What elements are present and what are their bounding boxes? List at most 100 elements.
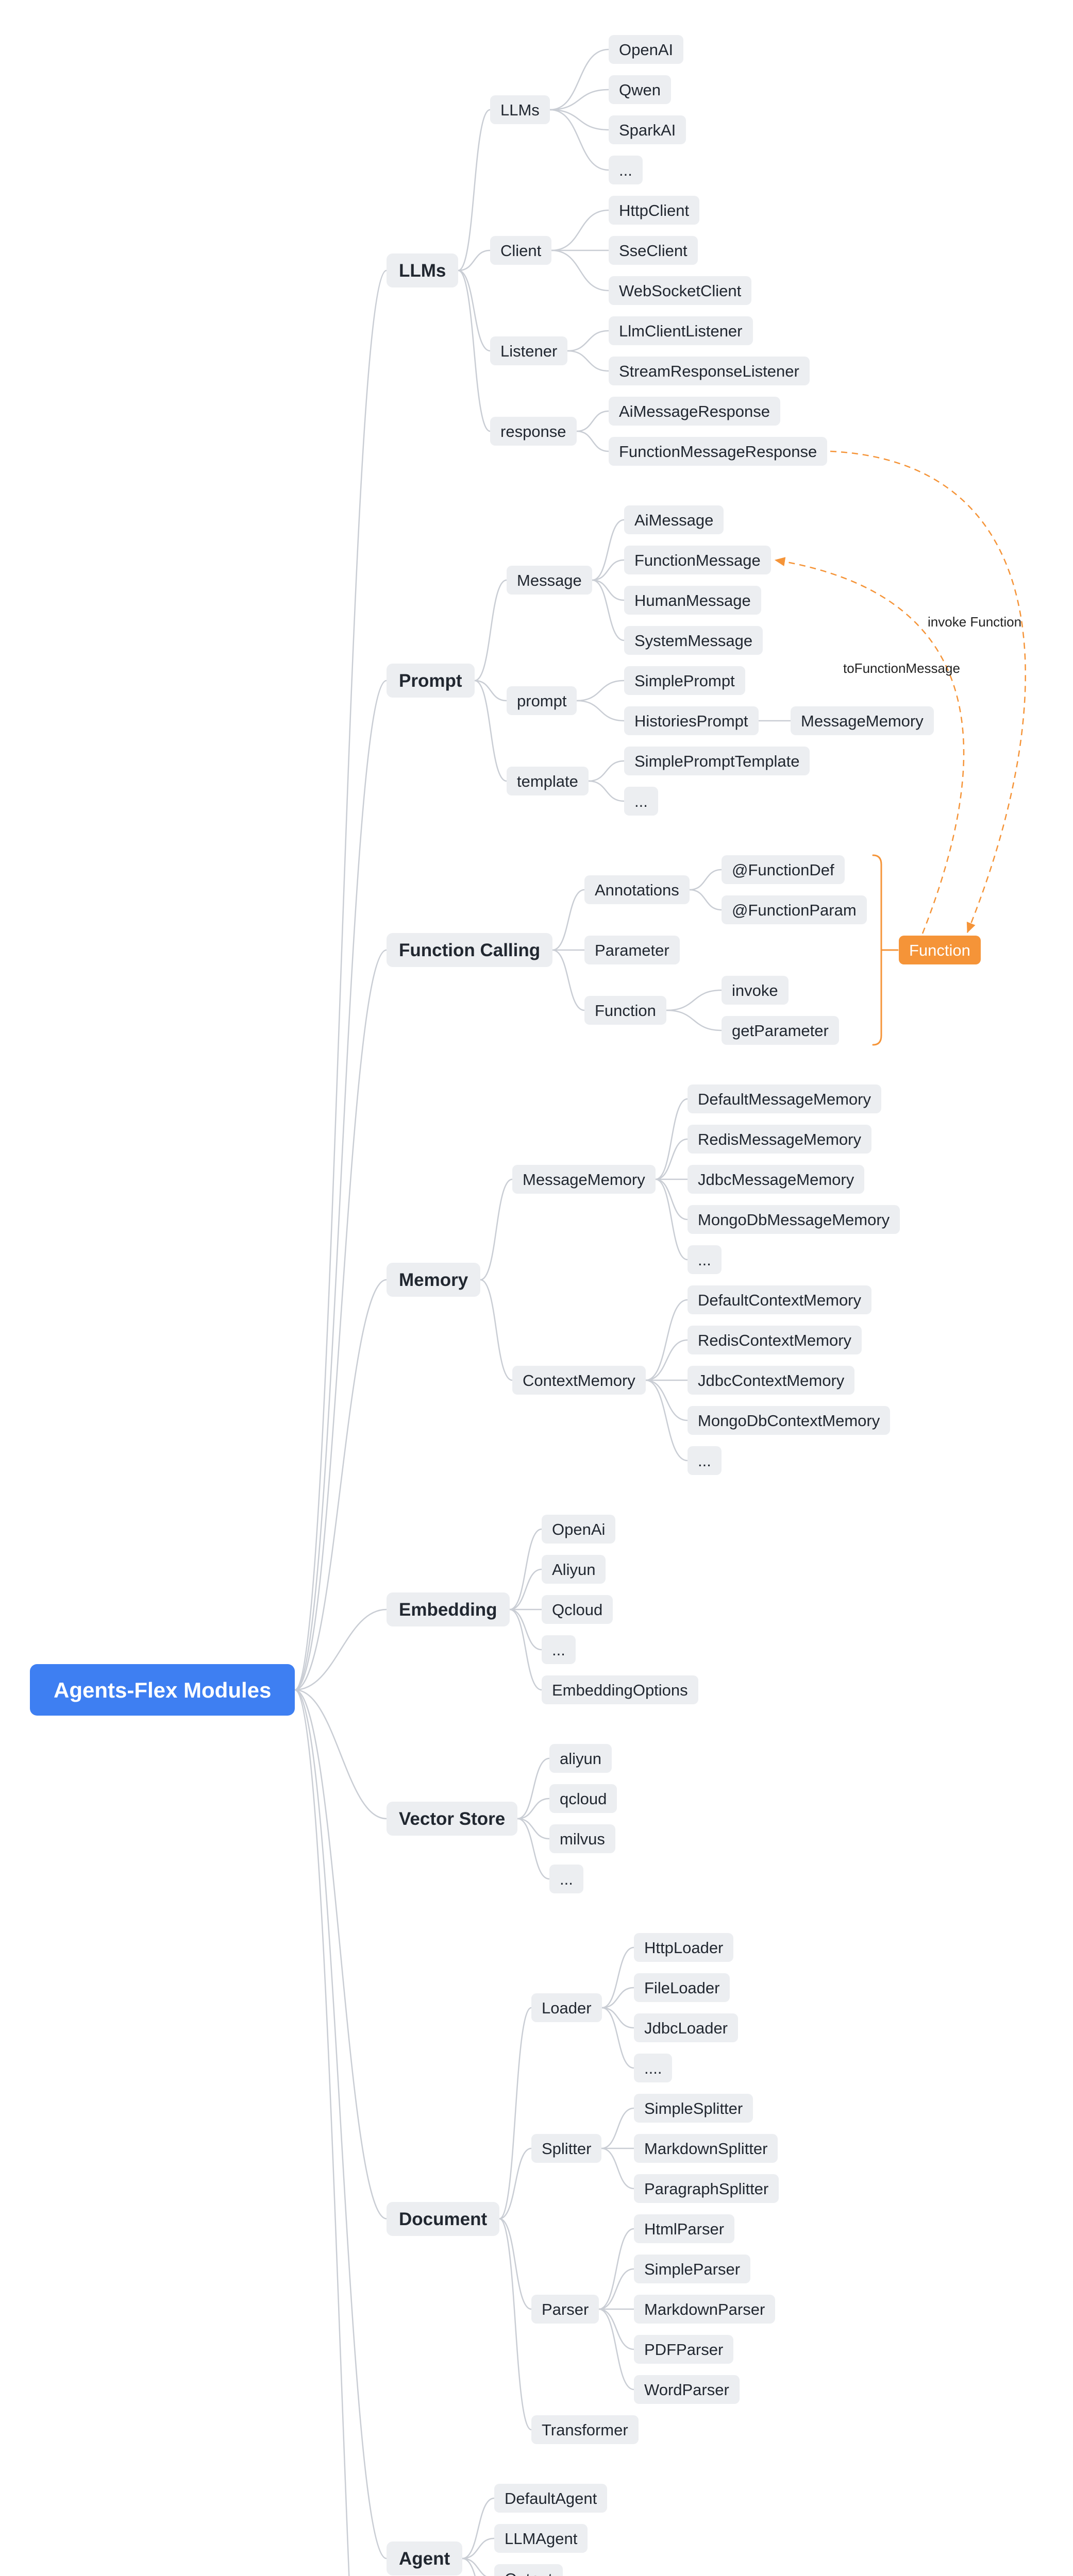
mindmap-node[interactable]: Annotations [584,875,690,904]
mindmap-node[interactable]: EmbeddingOptions [542,1675,698,1704]
connector-line [457,269,491,432]
mindmap-node[interactable]: MongoDbMessageMemory [688,1205,900,1234]
connector-line [576,430,610,452]
mindmap-node[interactable]: Output [494,2564,563,2576]
mindmap-node[interactable]: SimpleParser [634,2255,751,2283]
connector-line [498,2147,532,2219]
mindmap-node[interactable]: PDFParser [634,2335,734,2364]
mindmap-node[interactable]: JdbcContextMemory [688,1366,855,1395]
mindmap-node[interactable]: WordParser [634,2375,740,2404]
connector-line [294,949,388,1691]
mindmap-node[interactable]: @FunctionDef [722,855,845,884]
mindmap-node[interactable]: RedisMessageMemory [688,1125,871,1154]
mindmap-node[interactable]: Qcloud [542,1595,613,1624]
mindmap-node[interactable]: ContextMemory [512,1366,646,1395]
mindmap-node[interactable]: Qwen [609,75,671,104]
mindmap-node[interactable]: HttpClient [609,196,700,225]
mindmap-node[interactable]: SimpleSplitter [634,2094,753,2123]
mindmap-node[interactable]: FunctionMessage [624,546,771,574]
branch-node[interactable]: Document [387,2201,500,2236]
mindmap-node[interactable]: Listener [490,336,568,365]
mindmap-node[interactable]: MessageMemory [512,1165,656,1194]
mindmap-node[interactable]: RedisContextMemory [688,1326,862,1354]
mindmap-node[interactable]: SparkAI [609,115,686,144]
connector-line [550,249,610,292]
mindmap-node[interactable]: ParagraphSplitter [634,2174,779,2203]
mindmap-node[interactable]: OpenAI [609,35,684,64]
connector-line [474,579,508,682]
branch-node[interactable]: Embedding [387,1592,510,1626]
mindmap-node[interactable]: ... [688,1446,722,1475]
mindmap-node[interactable]: LLMs [490,95,550,124]
mindmap-node[interactable]: OpenAi [542,1515,616,1544]
mindmap-node[interactable]: Function [584,996,666,1025]
mindmap-node[interactable]: response [490,417,577,446]
mindmap-node[interactable]: getParameter [722,1016,839,1045]
connector-line [655,1178,689,1221]
mindmap-node[interactable]: JdbcMessageMemory [688,1165,865,1194]
mindmap-node[interactable]: ... [624,787,658,816]
connector-line [591,519,625,581]
mindmap-node[interactable]: prompt [507,686,577,715]
mindmap-node[interactable]: FileLoader [634,1973,730,2002]
mindmap-node[interactable]: AiMessageResponse [609,397,780,426]
mindmap-node[interactable]: HumanMessage [624,586,761,615]
mindmap-node[interactable]: ... [688,1245,722,1274]
mindmap-node[interactable]: Transformer [531,2415,639,2444]
mindmap-node[interactable]: SimplePrompt [624,666,745,695]
mindmap-node[interactable]: MessageMemory [791,706,934,735]
branch-node[interactable]: Prompt [387,664,475,698]
mindmap-node[interactable]: WebSocketClient [609,276,752,305]
mindmap-node[interactable]: template [507,767,589,795]
mindmap-node[interactable]: ... [549,1865,583,1893]
mindmap-node[interactable]: LLMAgent [494,2524,588,2553]
mindmap-node[interactable]: HistoriesPrompt [624,706,759,735]
mindmap-node[interactable]: Splitter [531,2134,602,2163]
branch-node[interactable]: Agent [387,2541,463,2575]
mindmap-node[interactable]: Parameter [584,936,680,964]
mindmap-node[interactable]: Parser [531,2295,599,2324]
connector-line [457,249,491,272]
mindmap-node[interactable]: SimplePromptTemplate [624,747,810,775]
mindmap-node[interactable]: milvus [549,1824,615,1853]
connector-line [516,1757,550,1820]
branch-node[interactable]: Vector Store [387,1802,518,1836]
mindmap-node[interactable]: Message [507,566,592,595]
mindmap-node[interactable]: qcloud [549,1784,617,1813]
mindmap-node[interactable]: HtmlParser [634,2214,735,2243]
connector-line [549,109,610,171]
mindmap-node[interactable]: AiMessage [624,505,724,534]
mindmap-node[interactable]: ... [609,156,643,184]
mindmap-node[interactable]: DefaultContextMemory [688,1285,872,1314]
branch-node[interactable]: LLMs [387,253,459,287]
mindmap-node[interactable]: Aliyun [542,1555,606,1584]
mindmap-node[interactable]: Client [490,236,552,265]
mindmap-node[interactable]: MarkdownSplitter [634,2134,778,2163]
connector-line [655,1098,689,1180]
branch-node[interactable]: Function Calling [387,933,553,967]
connector-line [598,2308,635,2350]
connector-line [591,579,625,601]
mindmap-node[interactable]: FunctionMessageResponse [609,437,828,466]
branch-node[interactable]: Memory [387,1263,481,1297]
mindmap-node[interactable]: Loader [531,1993,602,2022]
root-node[interactable]: Agents-Flex Modules [30,1664,295,1716]
mindmap-node[interactable]: @FunctionParam [722,895,867,924]
mindmap-node[interactable]: MongoDbContextMemory [688,1406,891,1435]
mindmap-node[interactable]: LlmClientListener [609,316,753,345]
summary-node-function[interactable]: Function [899,936,981,964]
mindmap-node[interactable]: SystemMessage [624,626,763,655]
connector-line [645,1379,689,1462]
mindmap-node[interactable]: HttpLoader [634,1933,734,1962]
mindmap-node[interactable]: JdbcLoader [634,2013,739,2042]
mindmap-node[interactable]: DefaultAgent [494,2484,608,2513]
mindmap-node[interactable]: .... [634,2054,673,2082]
mindmap-node[interactable]: MarkdownParser [634,2295,776,2324]
mindmap-node[interactable]: invoke [722,976,789,1005]
mindmap-node[interactable]: aliyun [549,1744,612,1773]
mindmap-node[interactable]: SseClient [609,236,698,265]
mindmap-node[interactable]: StreamResponseListener [609,357,810,385]
mindmap-node[interactable]: DefaultMessageMemory [688,1084,881,1113]
mindmap-node[interactable]: ... [542,1635,576,1664]
